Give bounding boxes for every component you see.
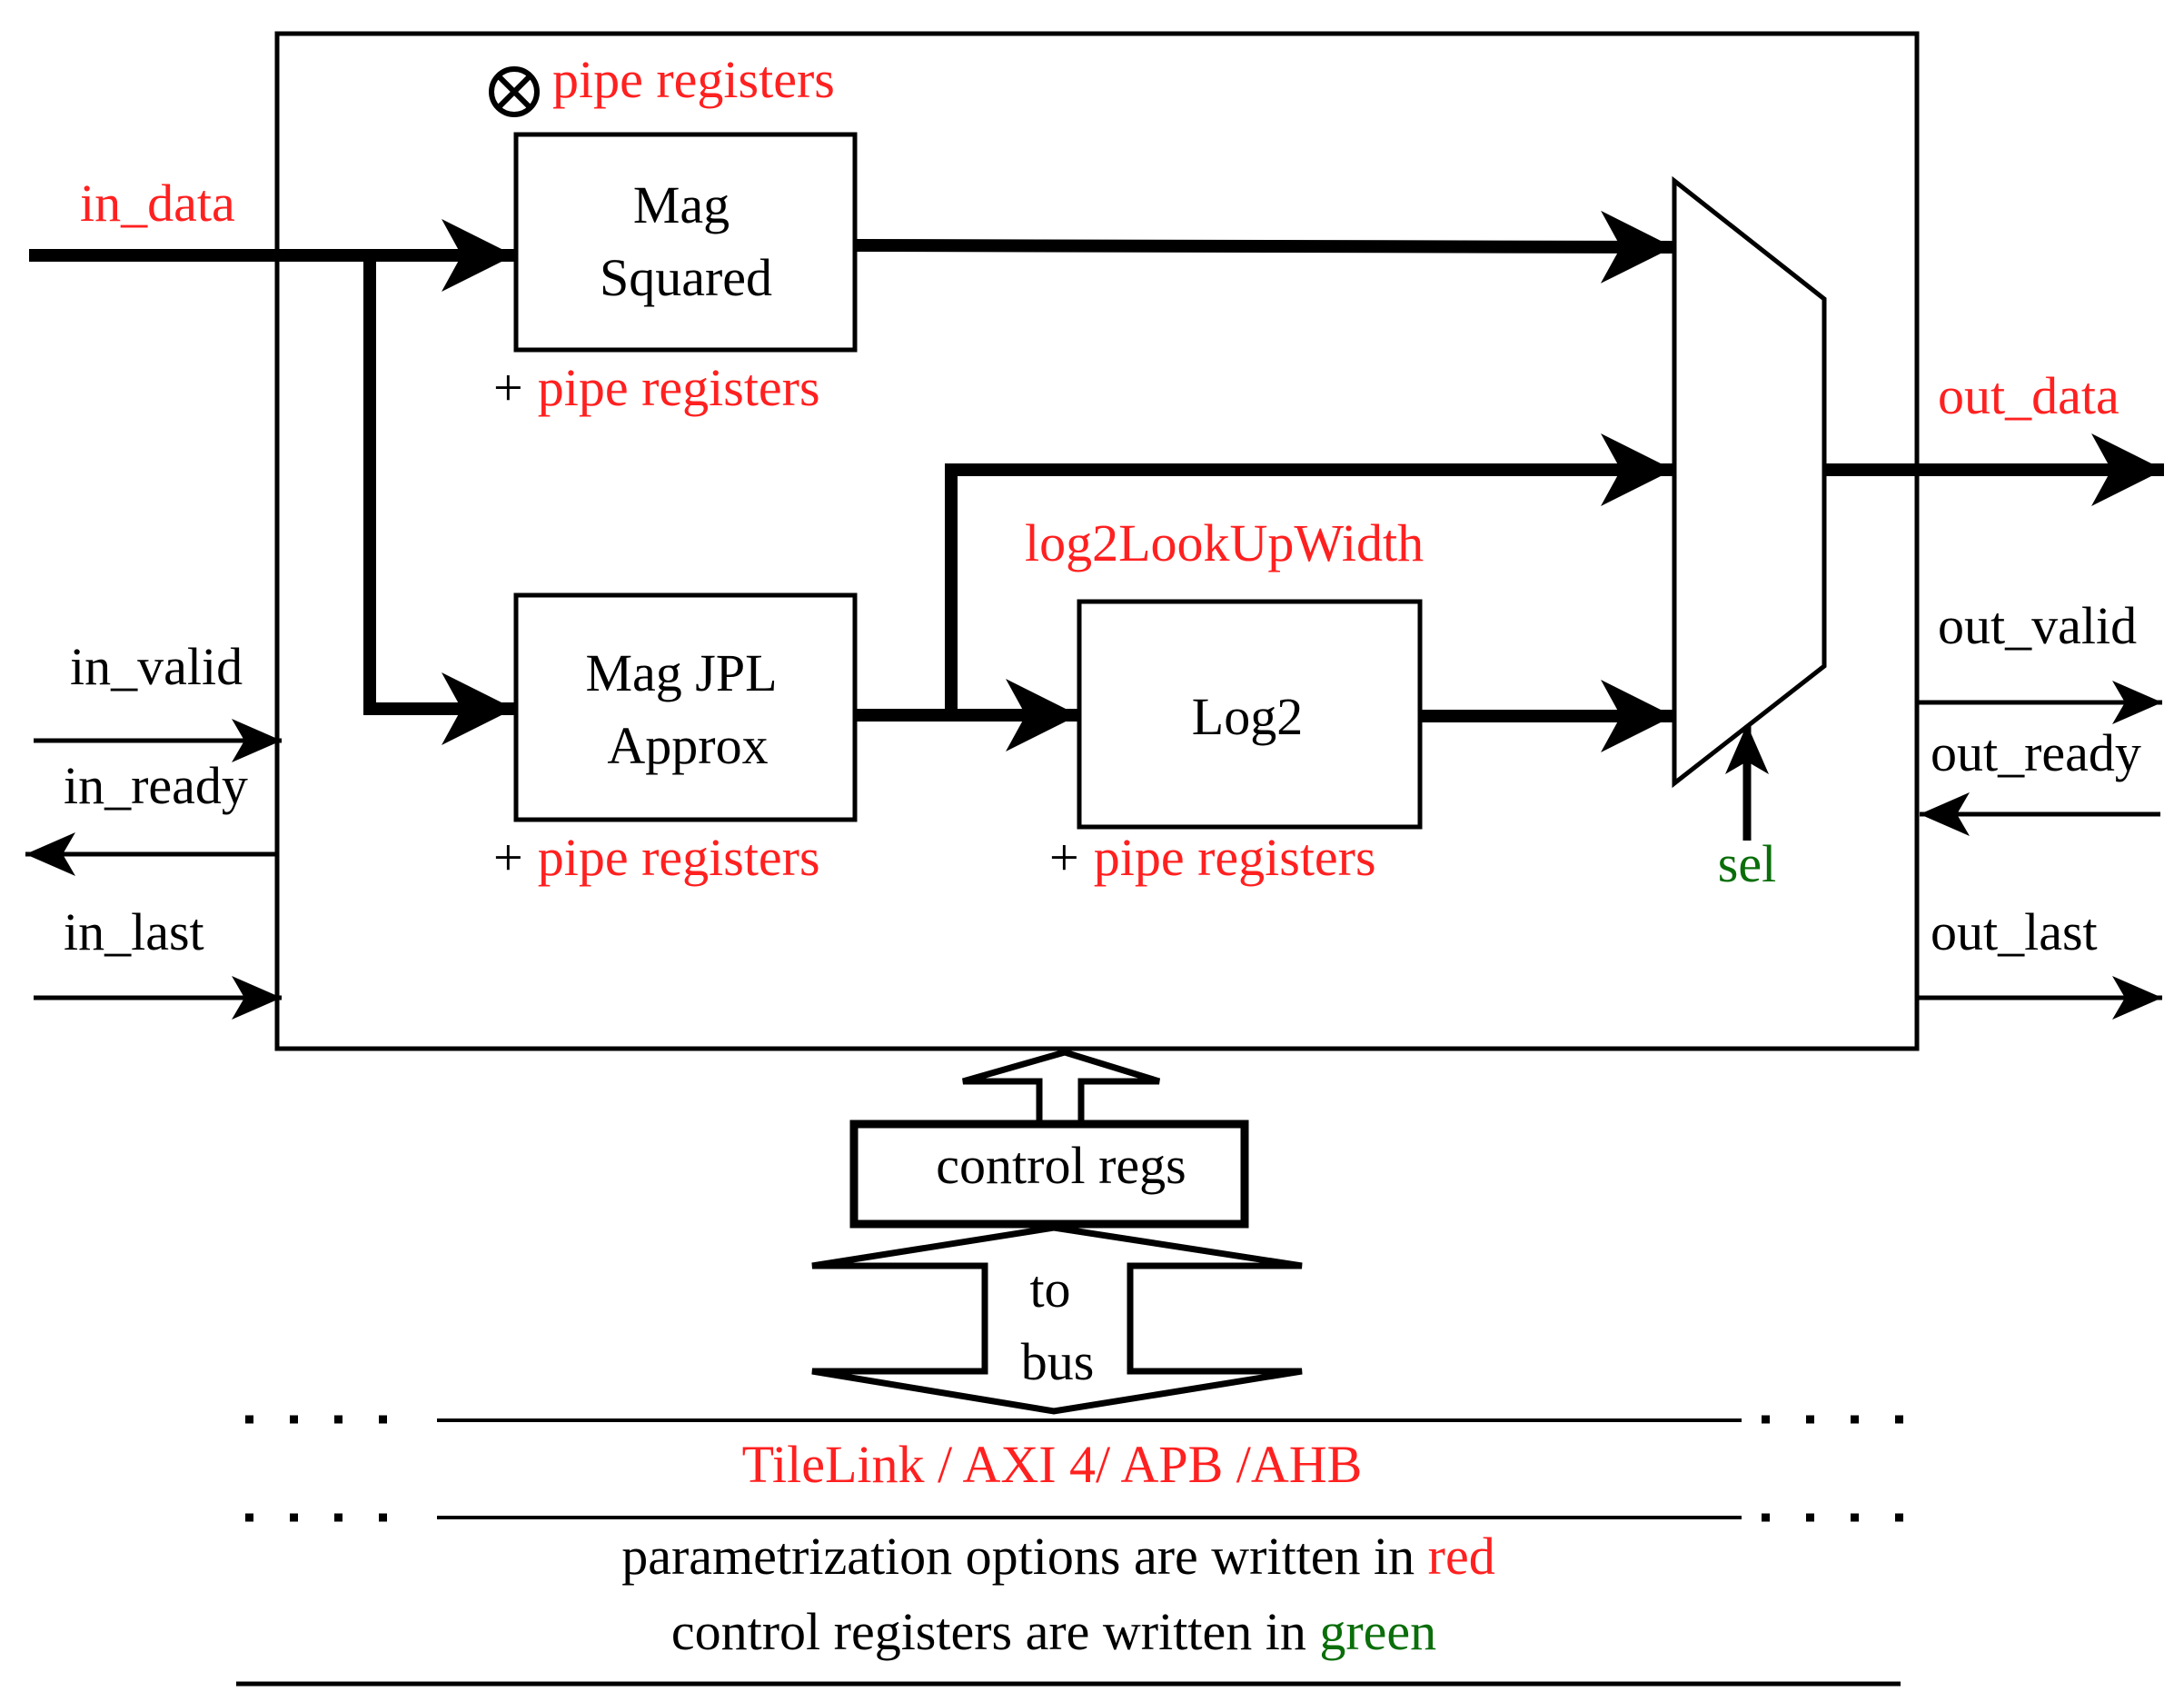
control-to-module-arrow <box>962 1049 1161 1129</box>
mag-jpl-label-line2: Approx <box>607 716 768 775</box>
out-valid-label: out_valid <box>1938 596 2137 655</box>
mag-jpl-pipe-label: +pipe registers <box>493 828 820 887</box>
in-data-label: in_data <box>80 174 235 233</box>
pipe-registers-top-label: pipe registers <box>552 50 835 109</box>
out-last-label: out_last <box>1931 902 2098 961</box>
mag-squared-block <box>513 132 858 353</box>
out-data-label: out_data <box>1938 366 2119 425</box>
bus-protocols-label: TileLink / AXI 4/ APB /AHB <box>742 1435 1363 1494</box>
mag-jpl-label-line1: Mag JPL <box>585 643 777 702</box>
otimes-icon <box>489 66 540 117</box>
log2-block <box>1077 599 1423 830</box>
mag-squared-pipe-label: +pipe registers <box>493 358 820 417</box>
legend-param-line: parametrization options are written in r… <box>621 1527 1494 1586</box>
to-label: to <box>1029 1259 1070 1319</box>
log2-label: Log2 <box>1192 687 1303 746</box>
mag-squared-to-mux-arrow <box>855 210 1674 284</box>
control-regs-label: control regs <box>936 1136 1186 1195</box>
bus-lines <box>236 1415 1935 1687</box>
to-bus-double-arrow <box>811 1224 1303 1415</box>
bus-label: bus <box>1021 1332 1095 1391</box>
in-ready-label: in_ready <box>64 756 248 815</box>
log2-pipe-label: +pipe registers <box>1049 828 1376 887</box>
mag-squared-label-line1: Mag <box>633 175 730 234</box>
in-data-branch-arrow <box>363 255 514 745</box>
data-path <box>29 210 2164 752</box>
control-regs-block <box>849 1120 1249 1229</box>
log2-lookup-width-label: log2LookUpWidth <box>1025 513 1424 572</box>
sel-label: sel <box>1718 834 1776 893</box>
mag-squared-label-line2: Squared <box>600 248 772 307</box>
out-ready-label: out_ready <box>1931 723 2141 782</box>
mag-jpl-to-mux-arrow <box>945 433 1673 715</box>
legend-control-line: control registers are written in green <box>671 1602 1436 1661</box>
in-valid-label: in_valid <box>70 637 243 696</box>
output-mux <box>1672 175 1827 789</box>
mag-jpl-block <box>513 592 858 822</box>
in-last-label: in_last <box>64 902 204 961</box>
handshake-lines <box>25 681 2162 1020</box>
module-outline <box>274 31 1920 1051</box>
